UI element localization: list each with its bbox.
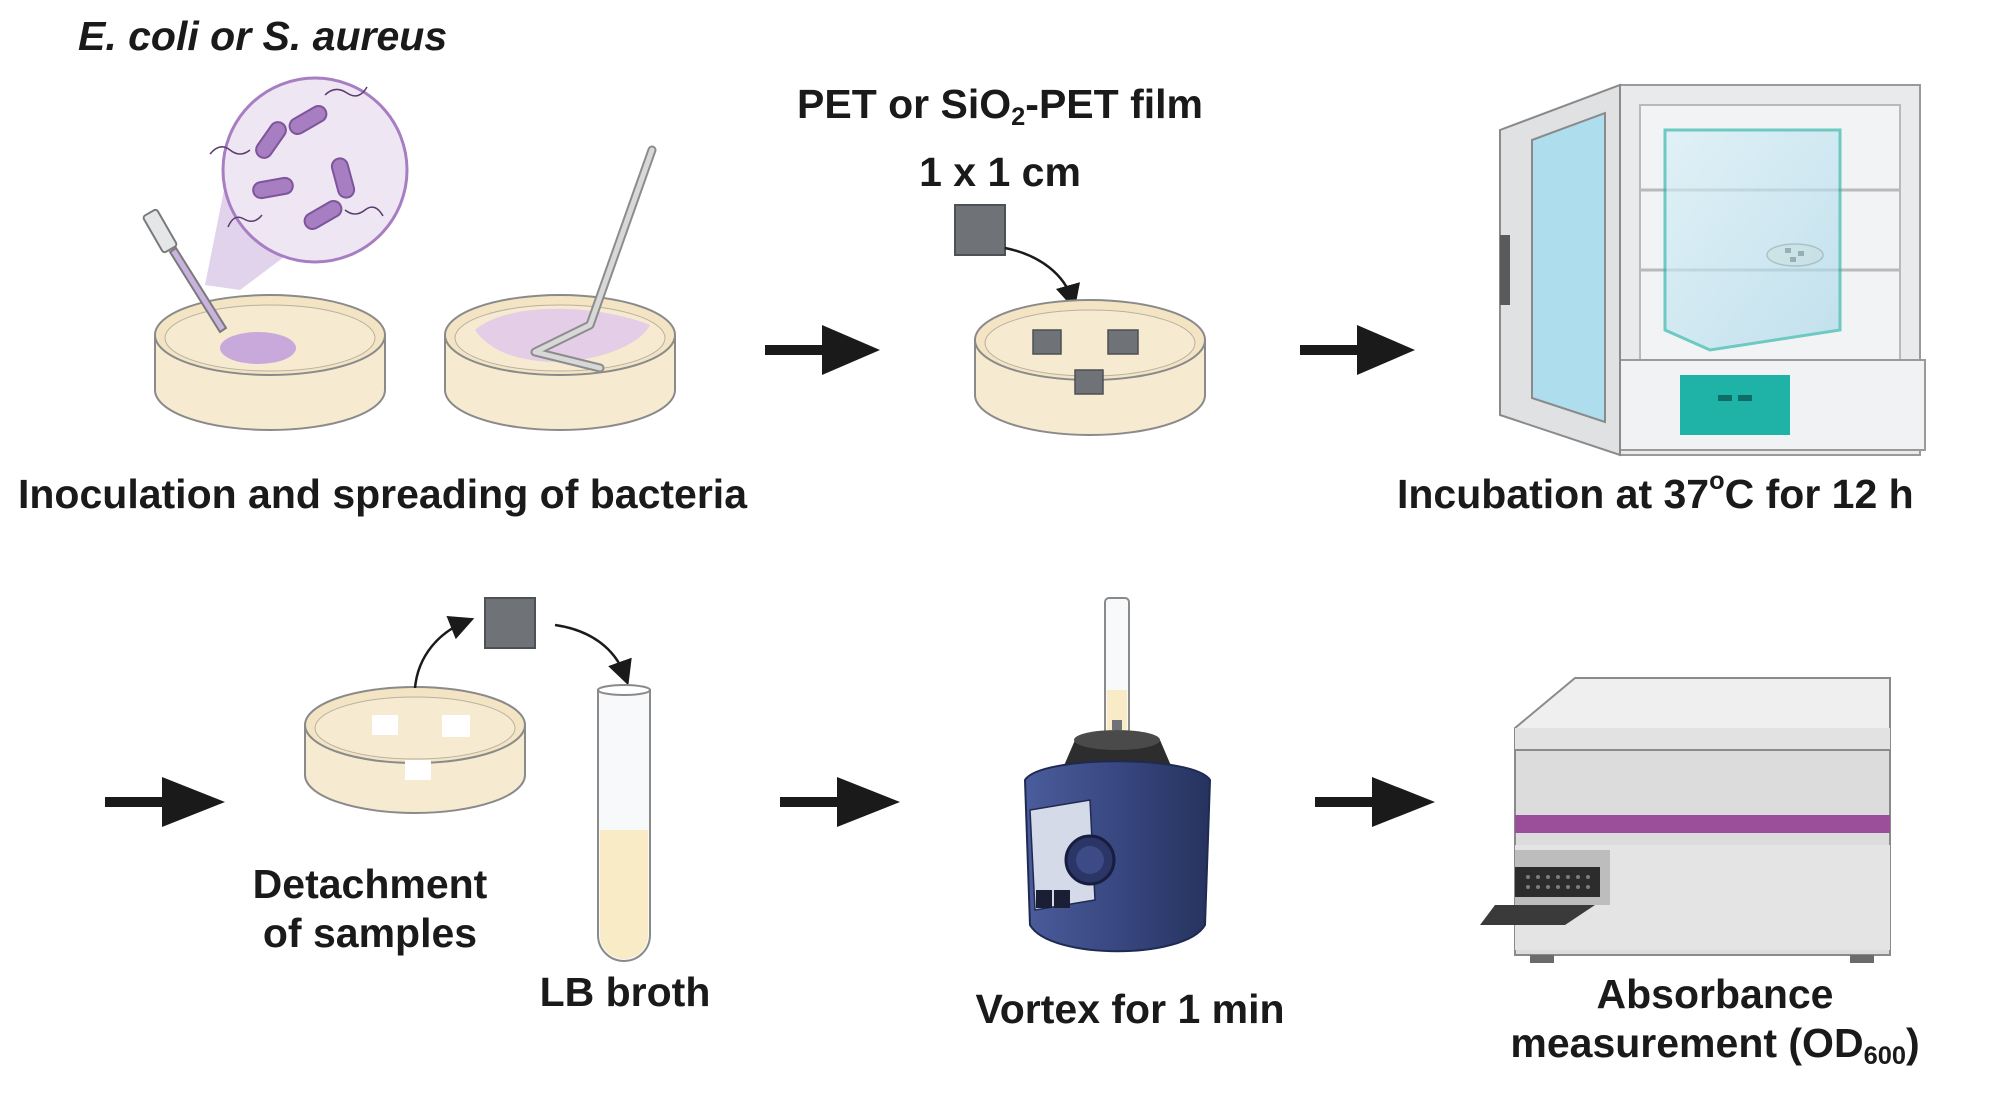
film-title-label: PET or SiO2-PET film [797, 81, 1203, 132]
arrow-4 [780, 777, 900, 827]
vortex-mixer-icon [1023, 597, 1212, 953]
arrow-2 [1300, 325, 1415, 375]
pipette-icon [142, 208, 228, 334]
film-placement-arrow [1004, 246, 1080, 310]
arrow-5 [1315, 777, 1435, 827]
arrow-1 [765, 325, 880, 375]
lb-broth-label: LB broth [539, 969, 711, 1015]
bacteria-zoom [205, 76, 409, 290]
petri-dish-detachment [304, 686, 526, 814]
petri-dish-with-films [974, 299, 1206, 436]
plate-reader-icon [1480, 677, 1891, 963]
incubator-icon [1499, 83, 1926, 457]
organism-label: E. coli or S. aureus [78, 13, 448, 59]
arrow-3 [105, 777, 225, 827]
film-size-label: 1 x 1 cm [919, 149, 1081, 195]
incubation-label: Incubation at 37oC for 12 h [1397, 466, 1914, 517]
petri-dish-inoculation [154, 294, 386, 431]
film-square [954, 204, 1006, 256]
transfer-arrow [554, 623, 632, 686]
detached-film-square [484, 597, 536, 649]
detach-arrow-up [413, 615, 475, 689]
cell-spreader-icon [530, 145, 657, 373]
vortex-label: Vortex for 1 min [975, 986, 1285, 1032]
inoculation-label: Inoculation and spreading of bacteria [18, 471, 747, 517]
lb-broth-tube [597, 684, 651, 962]
